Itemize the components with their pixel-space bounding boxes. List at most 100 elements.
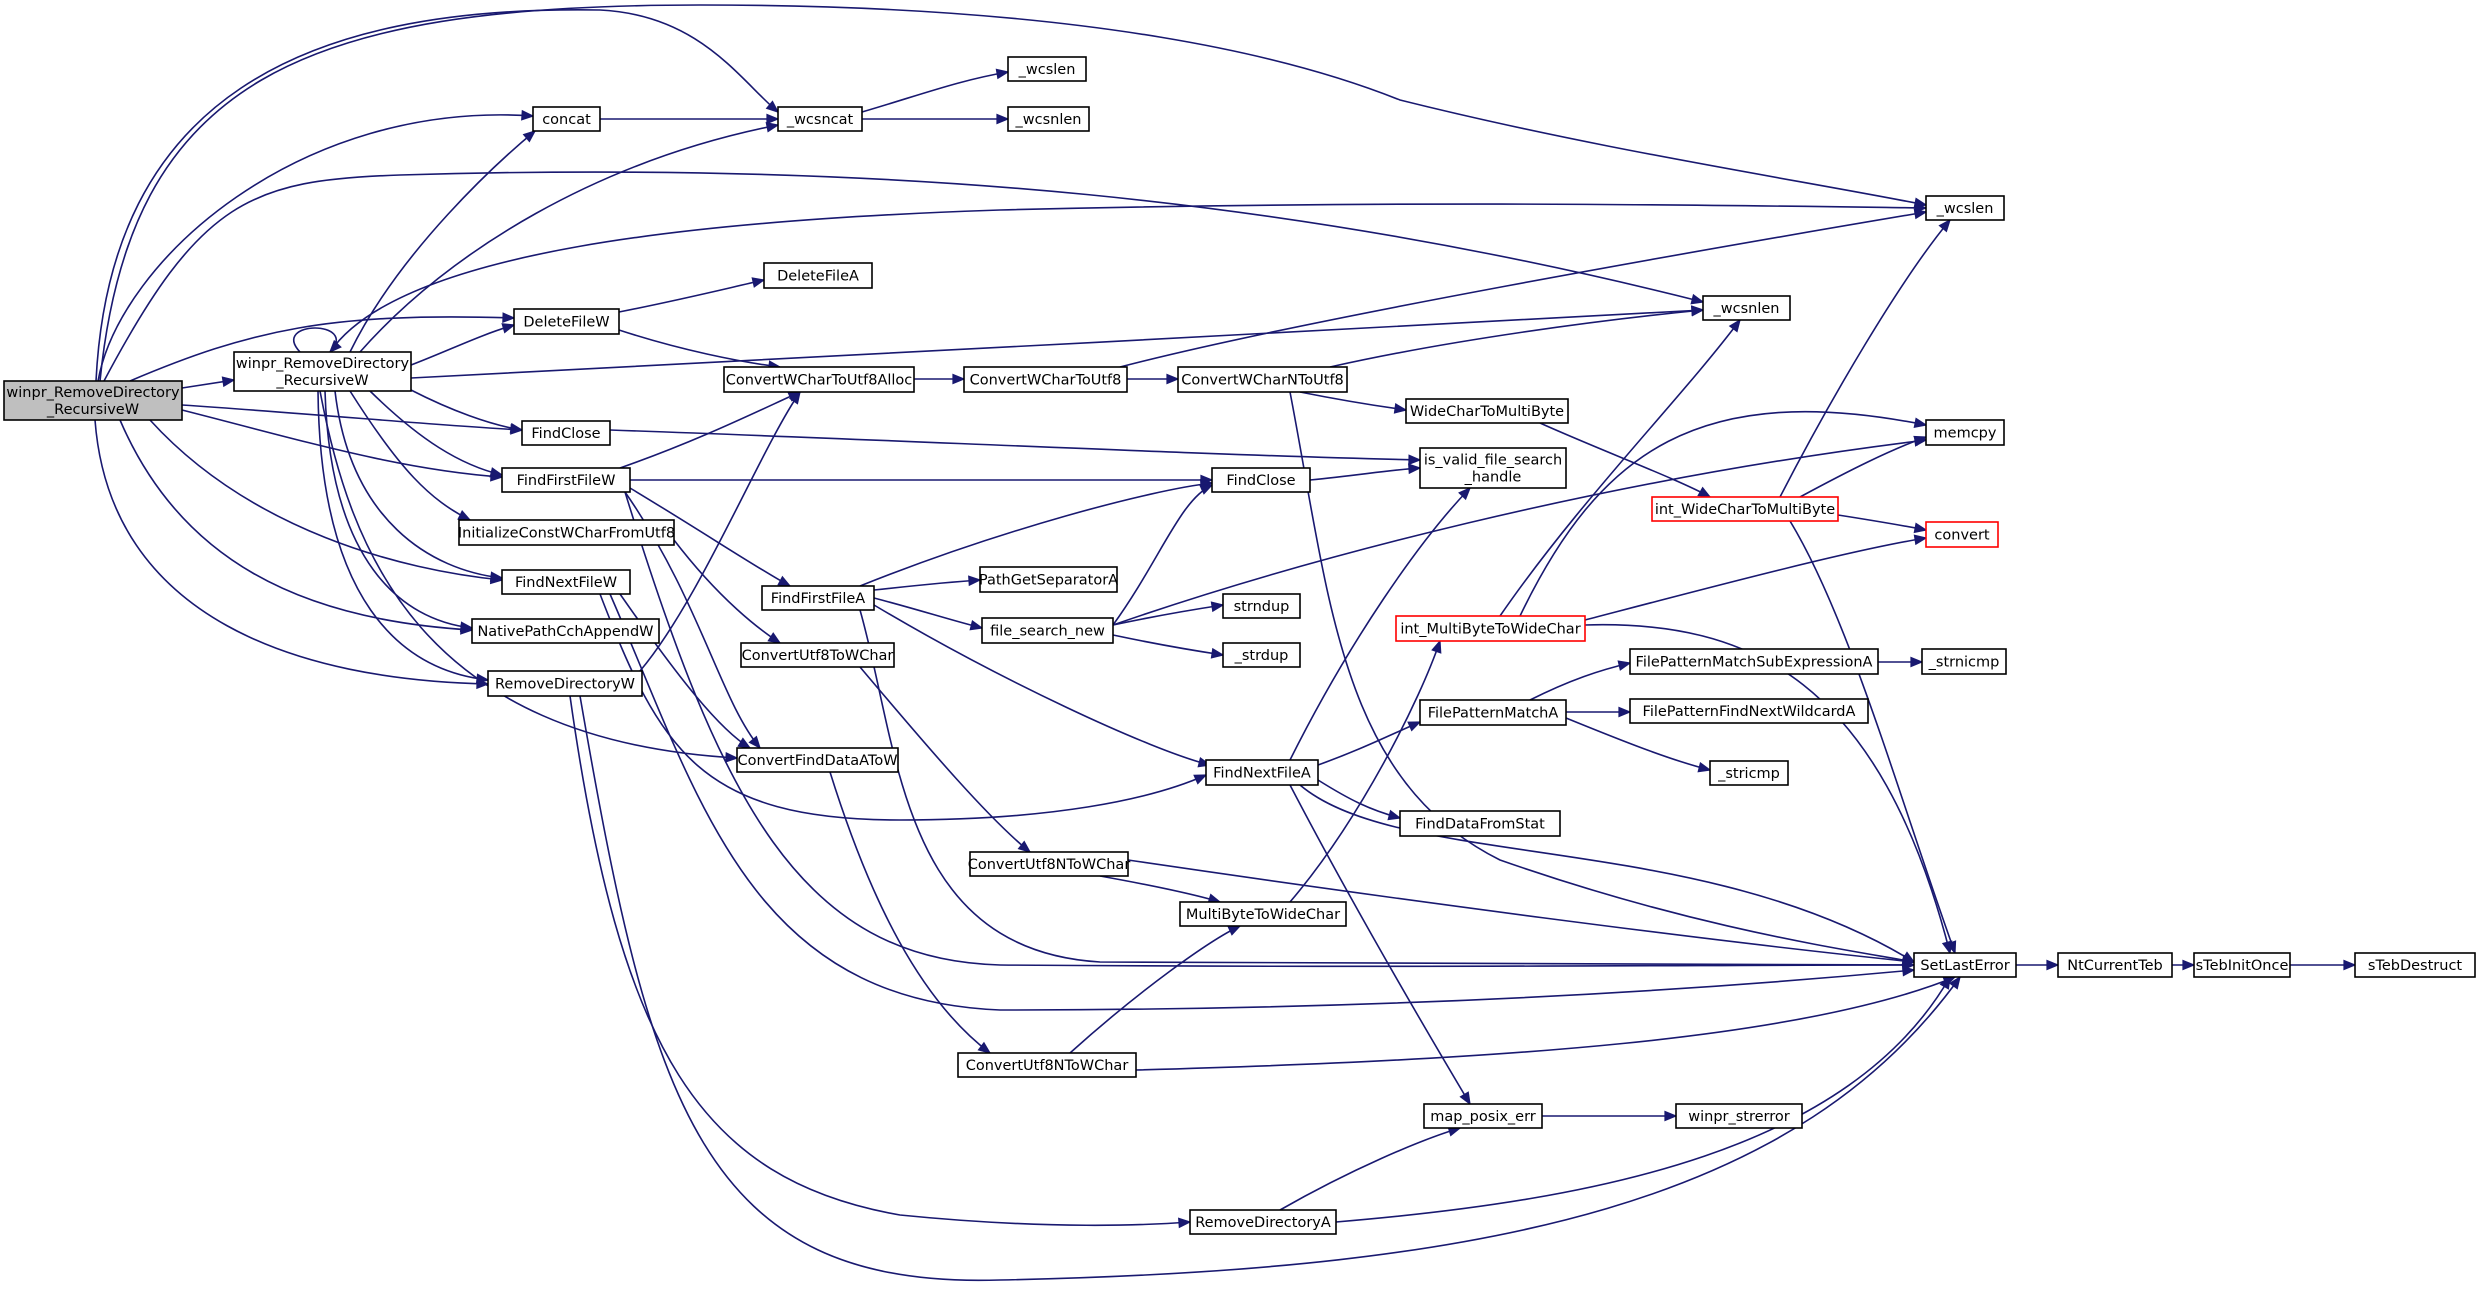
edge-line <box>1112 604 1224 626</box>
edge-line <box>859 666 1031 853</box>
edge-intmb2wc-to-convert <box>1584 534 1928 621</box>
edge-line <box>1289 784 1471 1105</box>
node-label: concat <box>542 112 591 128</box>
node-deletefilew[interactable]: DeleteFileW <box>513 308 620 335</box>
node-fpfindnext[interactable]: FilePatternFindNextWildcardA <box>1629 698 1869 724</box>
arrowhead-icon <box>968 575 982 587</box>
node-mb2wc[interactable]: MultiByteToWideChar <box>1179 901 1347 927</box>
node-cwc2u8[interactable]: ConvertWCharToUtf8 <box>963 366 1128 393</box>
node-cu8ntowc1[interactable]: ConvertUtf8NToWChar <box>968 851 1131 877</box>
node-box <box>777 106 863 132</box>
node-wcsncat[interactable]: _wcsncat <box>777 106 863 132</box>
node-convert[interactable]: convert <box>1925 521 1999 548</box>
arrowhead-icon <box>1697 761 1712 773</box>
node-intwc2mb[interactable]: int_WideCharToMultiByte <box>1651 496 1839 522</box>
node-findfirstw[interactable]: FindFirstFileW <box>501 467 631 493</box>
node-ntcurrentteb[interactable]: NtCurrentTeb <box>2057 952 2173 978</box>
node-removedirw[interactable]: RemoveDirectoryW <box>487 670 643 697</box>
edge-rec-to-wcsncat <box>359 121 780 353</box>
node-box <box>1211 467 1311 493</box>
node-pathsep[interactable]: PathGetSeparatorA <box>979 566 1118 593</box>
edge-line <box>1279 1127 1461 1211</box>
node-removedira[interactable]: RemoveDirectoryA <box>1189 1209 1337 1235</box>
node-fdfromstat[interactable]: FindDataFromStat <box>1399 810 1561 837</box>
node-cwcn2u8[interactable]: ConvertWCharNToUtf8 <box>1177 366 1348 393</box>
edge-removedirw-to-setlasterror <box>579 695 1961 1282</box>
edge-line <box>1329 309 1704 368</box>
node-filesearchnew[interactable]: file_search_new <box>981 617 1114 644</box>
node-stebdestruct[interactable]: sTebDestruct <box>2354 952 2476 978</box>
node-label: PathGetSeparatorA <box>979 573 1118 589</box>
node-fpmatch[interactable]: FilePatternMatchA <box>1419 699 1567 726</box>
node-label: ConvertUtf8NToWChar <box>966 1058 1129 1074</box>
node-box <box>963 366 1128 393</box>
edge-root-to-nativepath <box>119 419 474 635</box>
node-nativepath[interactable]: NativePathCchAppendW <box>471 618 660 644</box>
node-box <box>1675 1103 1803 1129</box>
edge-rec-to-findnextw <box>334 390 504 583</box>
node-setlasterror[interactable]: SetLastError <box>1913 952 2017 978</box>
node-deletefilea[interactable]: DeleteFileA <box>763 262 873 289</box>
node-findnexta[interactable]: FindNextFileA <box>1205 759 1319 786</box>
node-findclose2[interactable]: FindClose <box>1211 467 1311 493</box>
node-label: FindDataFromStat <box>1415 817 1545 833</box>
node-initconst[interactable]: InitializeConstWCharFromUtf8 <box>458 519 675 546</box>
node-box <box>1222 642 1301 668</box>
node-strnicmp[interactable]: _strnicmp <box>1921 648 2007 675</box>
node-mapposix[interactable]: map_posix_err <box>1423 1103 1543 1129</box>
node-cu8towc[interactable]: ConvertUtf8ToWChar <box>740 642 895 668</box>
edge-mb2wc-to-intmb2wc <box>1289 639 1442 903</box>
arrowhead-icon <box>1393 403 1408 414</box>
edge-line <box>319 390 738 759</box>
arrowhead-icon <box>2046 959 2060 971</box>
node-root[interactable]: winpr_RemoveDirectory_RecursiveW <box>3 380 183 421</box>
arrowhead-icon <box>977 1041 992 1054</box>
node-label: convert <box>1934 528 1989 544</box>
node-memcpy[interactable]: memcpy <box>1925 419 2005 446</box>
node-box <box>1651 496 1839 522</box>
node-findfirsta[interactable]: FindFirstFileA <box>761 585 875 611</box>
node-wcsnlen2[interactable]: _wcsnlen <box>1702 295 1791 321</box>
edge-line <box>129 316 515 382</box>
node-box <box>1179 901 1347 927</box>
edge-line <box>639 391 801 672</box>
node-intmb2wc[interactable]: int_MultiByteToWideChar <box>1395 615 1586 642</box>
edge-line <box>99 4 1927 382</box>
node-winprstrerror[interactable]: winpr_strerror <box>1675 1103 1803 1129</box>
node-label: FindClose <box>531 426 600 442</box>
node-stricmp[interactable]: _stricmp <box>1709 760 1789 786</box>
node-cfd[interactable]: ConvertFindDataAToW <box>736 747 899 773</box>
node-wcslen2[interactable]: _wcslen <box>1925 195 2005 221</box>
node-cu8ntowc2[interactable]: ConvertUtf8NToWChar <box>957 1052 1137 1078</box>
node-strdup[interactable]: _strdup <box>1222 642 1301 668</box>
node-box <box>1709 760 1789 786</box>
node-findclose1[interactable]: FindClose <box>521 420 611 446</box>
node-stebinit[interactable]: sTebInitOnce <box>2193 952 2291 978</box>
node-box <box>3 380 183 421</box>
edge-line <box>619 391 801 469</box>
edge-ntcurrentteb-to-stebinit <box>2172 959 2196 971</box>
node-label: sTebInitOnce <box>2196 958 2289 974</box>
node-rec[interactable]: winpr_RemoveDirectory_RecursiveW <box>233 351 412 392</box>
node-cwc2u8alloc[interactable]: ConvertWCharToUtf8Alloc <box>723 366 915 393</box>
node-wc2mb[interactable]: WideCharToMultiByte <box>1405 398 1569 424</box>
node-box <box>1419 447 1567 489</box>
node-wcsnlen1[interactable]: _wcsnlen <box>1007 106 1090 132</box>
node-concat[interactable]: concat <box>532 106 601 132</box>
node-label: _stricmp <box>1717 766 1780 782</box>
arrowhead-icon <box>1939 975 1951 990</box>
edge-removedirw-to-removedira <box>569 695 1192 1229</box>
node-isvalid[interactable]: is_valid_file_search_handle <box>1419 447 1567 489</box>
node-findnextw[interactable]: FindNextFileW <box>501 569 631 595</box>
node-label: _RecursiveW <box>46 402 139 418</box>
node-fpmsub[interactable]: FilePatternMatchSubExpressionA <box>1629 648 1879 675</box>
edge-cwcn2u8-to-wc2mb <box>1299 391 1408 414</box>
node-wcslen1[interactable]: _wcslen <box>1007 56 1087 82</box>
arrowhead-icon <box>221 376 236 388</box>
node-box <box>736 747 899 773</box>
arrowhead-icon <box>765 100 780 114</box>
node-box <box>1177 366 1348 393</box>
node-strndup[interactable]: strndup <box>1222 593 1301 619</box>
node-label: FindFirstFileA <box>771 591 865 607</box>
